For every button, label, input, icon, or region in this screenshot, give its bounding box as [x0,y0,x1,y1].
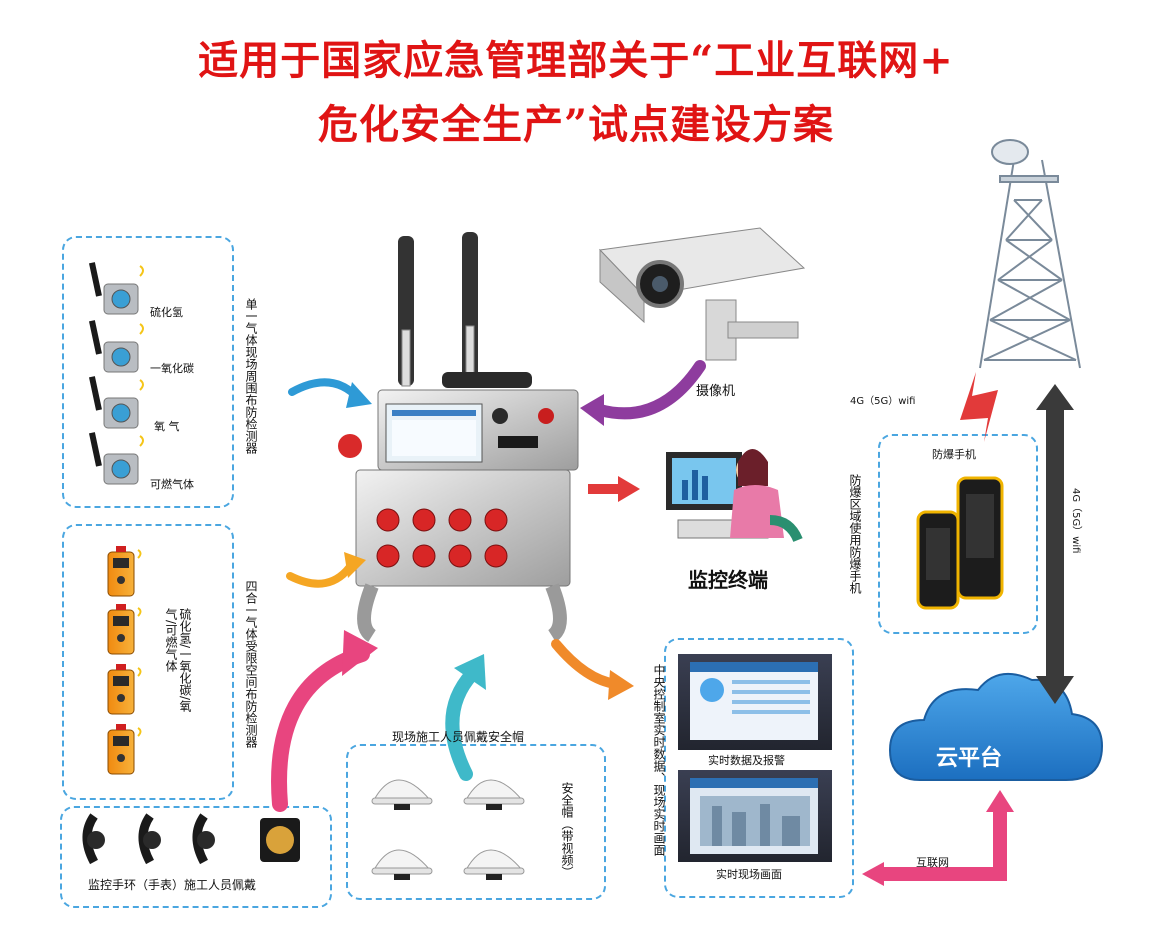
cloud-label: 云平台 [936,746,1003,771]
camera-label: 摄像机 [696,384,736,399]
fixed-detector-label-o2: 氧 气 [154,420,180,433]
teal-arrow-helmet-to-box [445,667,479,781]
portable-gas-detector-icons [107,546,142,775]
portable-detectors-gas-label: 硫化氢/一氧化碳/氧气/可燃气体 [164,608,192,713]
purple-arrow-camera-to-box [594,360,706,420]
tower-link-label: 4G（5G）wifi [850,396,916,407]
fixed-gas-detector-icons [88,262,144,485]
fixed-detector-label-combustible: 可燃气体 [150,478,194,491]
title-line-1: 适用于国家应急管理部关于“工业互联网+ [198,37,954,84]
phones-top-label: 防爆手机 [932,448,976,461]
control-room-side-label: 中央控制室实时数据、现场实时画面 [652,664,666,856]
fixed-detectors-group [62,236,234,508]
pink-arrow-wristband-to-box [271,646,370,812]
control-room-group [664,638,854,898]
internet-label: 互联网 [916,856,949,869]
control-room-screen2-label: 实时现场画面 [716,868,782,881]
camera-icon [598,227,806,361]
monitor-terminal-label: 监控终端 [688,568,768,592]
control-room-screens [678,654,832,862]
phones-side-label: 防爆区域使用防爆手机 [848,474,862,594]
wristband-label: 监控手环（手表）施工人员佩戴 [88,878,257,892]
control-room-screen1-label: 实时数据及报警 [708,754,785,767]
red-zigzag-tower-phone [960,372,998,442]
helmets-top-label: 现场施工人员佩戴安全帽 [392,730,525,744]
helmets-group [346,744,606,900]
tower-icon [979,139,1081,369]
portable-detectors-side-label: 四合一气体受限空间布防检测器 [244,580,258,748]
fixed-detectors-side-label: 单一气体现场周围布防检测器 [244,298,258,454]
monitor-terminal-icon [666,449,803,543]
control-box-icon [338,232,579,642]
wristband-group [60,806,332,908]
red-arrow-box-to-terminal [588,484,620,494]
title-line-2: 危化安全生产”试点建设方案 [317,101,834,148]
pink-arrow-internet [880,810,1007,881]
helmets-side-label: 安全帽（带视频） [560,782,574,878]
wristband-icons [82,813,300,865]
explosion-proof-phone-icons [916,476,1004,610]
orange-arrow-box-to-control-room [551,639,621,689]
phones-group [878,434,1038,634]
fixed-detector-label-h2s: 硫化氢 [150,306,183,319]
blue-arrow-fixed-to-box [288,378,362,402]
portable-detectors-group [62,524,234,800]
cloud-icon [888,673,1104,781]
helmet-icons [371,779,525,880]
cloud-link-label: 4G（5G）wifi [1070,488,1081,554]
fixed-detector-label-co: 一氧化碳 [150,362,194,375]
black-arrow-tower-cloud [1046,408,1064,678]
orange-arrow-portable-to-box [286,560,356,588]
